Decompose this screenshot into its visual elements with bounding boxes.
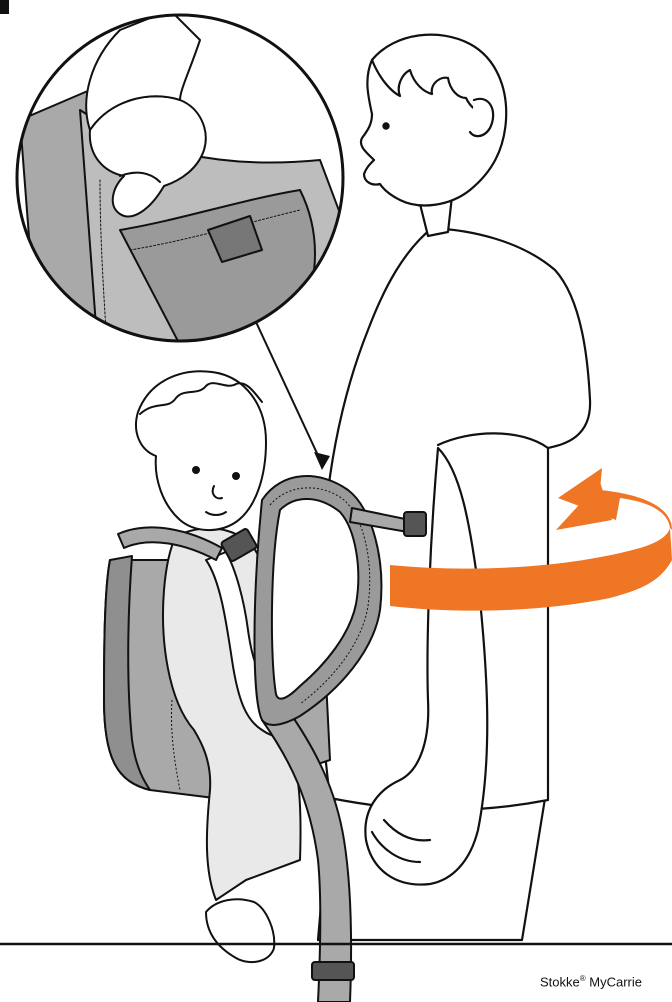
child-eye-left <box>193 467 199 473</box>
child-head <box>136 371 266 530</box>
footer-product: MyCarrie <box>586 974 642 989</box>
adult-eye <box>383 123 388 128</box>
child-foot <box>206 899 274 962</box>
footer-brand: Stokke <box>540 974 580 989</box>
child-eye-right <box>233 473 239 479</box>
footer-brand-text: Stokke® MyCarrie <box>540 974 642 989</box>
adult-figure <box>318 35 590 940</box>
side-buckle <box>404 512 426 536</box>
strap-buckle-lower <box>312 962 354 980</box>
